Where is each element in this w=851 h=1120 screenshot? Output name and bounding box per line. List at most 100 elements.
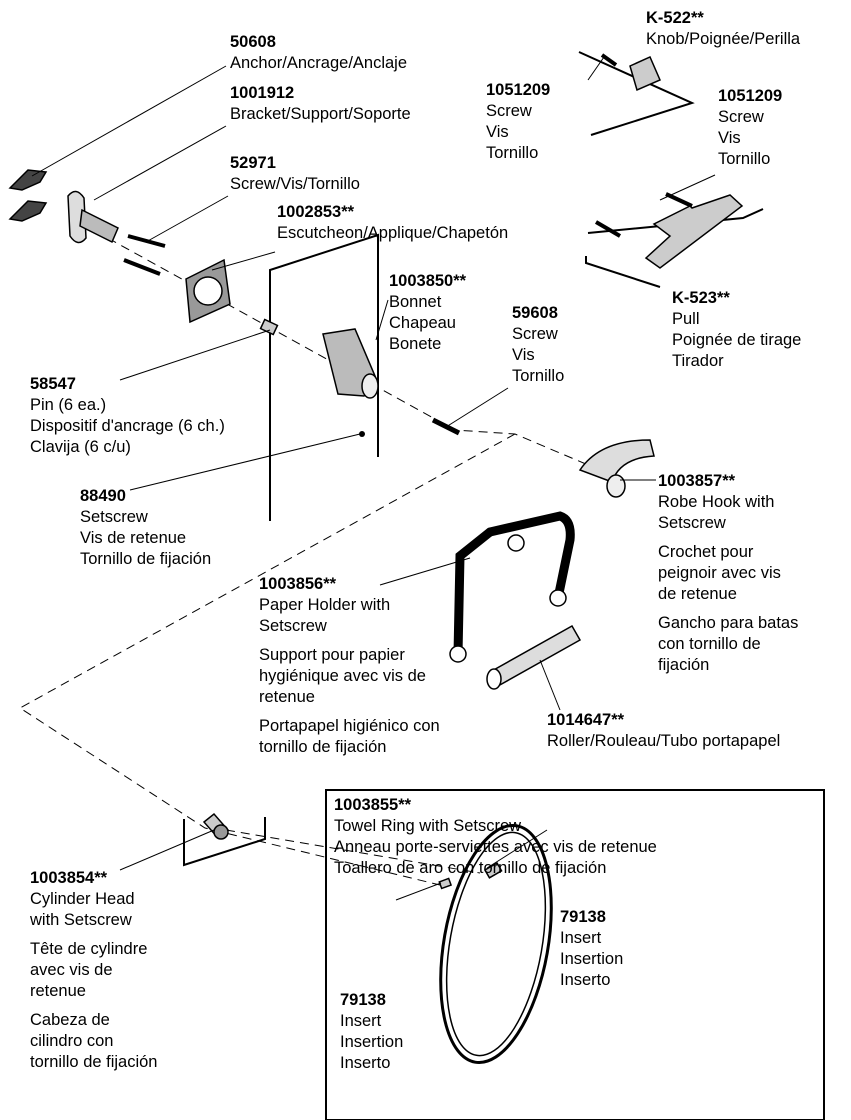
part-desc: Portapapel higiénico con (259, 717, 440, 735)
part-desc: with Setscrew (30, 911, 132, 929)
part-desc: Towel Ring with Setscrew (334, 817, 522, 835)
anchor-drawing (8, 169, 48, 222)
part-desc: Vis (718, 129, 741, 147)
part-desc: Toallero de aro con tornillo de fijación (334, 859, 607, 877)
label-setscrew: 88490 Setscrew Vis de retenue Tornillo d… (80, 486, 211, 570)
label-paper-holder: 1003856** Paper Holder with Setscrew Sup… (259, 574, 440, 758)
label-screw-pull: 1051209 Screw Vis Tornillo (718, 86, 782, 170)
part-desc: Bonnet (389, 293, 442, 311)
part-desc: Roller/Rouleau/Tubo portapapel (547, 732, 781, 750)
part-desc: Pin (6 ea.) (30, 396, 107, 414)
part-desc: Tornillo (512, 367, 565, 385)
towel-ring-drawing (438, 823, 553, 1065)
label-robe-hook: 1003857** Robe Hook with Setscrew Croche… (658, 471, 798, 676)
part-desc: Tête de cylindre (30, 940, 148, 958)
part-desc: Insert (340, 1012, 382, 1030)
label-screw-52971: 52971 Screw/Vis/Tornillo (230, 153, 360, 195)
part-desc: Robe Hook with (658, 493, 775, 511)
part-desc: Setscrew (658, 514, 726, 532)
label-insert-right: 79138 Insert Insertion Inserto (560, 907, 623, 991)
part-number: 50608 (230, 33, 276, 51)
part-number: 1001912 (230, 84, 295, 102)
part-desc: Vis (486, 123, 509, 141)
part-number: K-523** (672, 289, 730, 307)
part-desc: hygiénique avec vis de (259, 667, 426, 685)
part-desc: Poignée de tirage (672, 331, 802, 349)
part-number: 1002853** (277, 203, 355, 221)
part-desc: Crochet pour (658, 543, 754, 561)
part-desc: Support pour papier (259, 646, 405, 664)
part-desc: Screw (486, 102, 532, 120)
part-desc: Chapeau (389, 314, 456, 332)
part-desc: Cylinder Head (30, 890, 135, 908)
part-desc: Screw (718, 108, 764, 126)
part-number: 1051209 (486, 81, 551, 99)
part-number: 1051209 (718, 87, 783, 105)
bonnet-drawing (322, 328, 379, 399)
part-number: 52971 (230, 154, 276, 172)
part-desc: Inserto (340, 1054, 391, 1072)
pull-drawing (594, 192, 744, 269)
part-number: 59608 (512, 304, 558, 322)
part-desc: peignoir avec vis (658, 564, 781, 582)
label-pin: 58547 Pin (6 ea.) Dispositif d'ancrage (… (30, 374, 225, 458)
part-desc: Pull (672, 310, 700, 328)
part-desc: Gancho para batas (658, 614, 799, 632)
part-desc: Tornillo de fijación (80, 550, 212, 568)
part-desc: Setscrew (80, 508, 148, 526)
part-desc: Vis (512, 346, 535, 364)
robe-hook-drawing (578, 439, 655, 498)
label-knob: K-522** Knob/Poignée/Perilla (646, 8, 800, 50)
label-pull: K-523** Pull Poignée de tirage Tirador (672, 288, 801, 372)
part-number: 1003854** (30, 869, 108, 887)
part-desc: Tirador (672, 352, 724, 370)
part-number: 88490 (80, 487, 126, 505)
part-number: 1003857** (658, 472, 736, 490)
part-desc: Anchor/Ancrage/Anclaje (230, 54, 408, 72)
paper-holder-drawing (449, 511, 575, 663)
part-desc: Knob/Poignée/Perilla (646, 30, 801, 48)
part-desc: tornillo de fijación (259, 738, 387, 756)
part-desc: Insertion (340, 1033, 404, 1051)
part-desc: Dispositif d'ancrage (6 ch.) (30, 417, 225, 435)
part-desc: Inserto (560, 971, 611, 989)
knob-drawing (600, 53, 661, 92)
part-desc: Insertion (560, 950, 624, 968)
towel-ring-box (325, 789, 825, 1120)
roller-drawing (486, 624, 582, 690)
part-desc: de retenue (658, 585, 737, 603)
label-anchor: 50608 Anchor/Ancrage/Anclaje (230, 32, 407, 74)
part-desc: Bracket/Support/Soporte (230, 105, 411, 123)
wall-planes (183, 51, 764, 867)
part-number: 79138 (560, 908, 606, 926)
part-desc: Escutcheon/Applique/Chapetón (277, 224, 509, 242)
part-desc: retenue (30, 982, 86, 1000)
label-bracket: 1001912 Bracket/Support/Soporte (230, 83, 411, 125)
escutcheon-drawing (185, 258, 231, 324)
part-number: 1003856** (259, 575, 337, 593)
part-desc: Bonete (389, 335, 442, 353)
part-number: K-522** (646, 9, 704, 27)
part-number: 58547 (30, 375, 76, 393)
screw-52971-drawing (123, 234, 166, 276)
assembly-dashed-lines (19, 230, 601, 886)
part-number: 1003850** (389, 272, 467, 290)
part-desc: con tornillo de (658, 635, 761, 653)
part-desc: Tornillo (718, 150, 771, 168)
part-desc: Insert (560, 929, 602, 947)
part-desc: tornillo de fijación (30, 1053, 158, 1071)
part-desc: Paper Holder with (259, 596, 391, 614)
part-desc: Clavija (6 c/u) (30, 438, 131, 456)
cylinder-head-drawing (202, 812, 230, 840)
part-desc: Screw/Vis/Tornillo (230, 175, 360, 193)
part-desc: retenue (259, 688, 315, 706)
part-desc: Anneau porte-serviettes avec vis de rete… (334, 838, 657, 856)
part-desc: Vis de retenue (80, 529, 187, 547)
part-number: 79138 (340, 991, 386, 1009)
part-desc: Tornillo (486, 144, 539, 162)
leader-lines (31, 56, 716, 901)
part-desc: Setscrew (259, 617, 327, 635)
part-desc: cilindro con (30, 1032, 114, 1050)
label-insert-left: 79138 Insert Insertion Inserto (340, 990, 403, 1074)
